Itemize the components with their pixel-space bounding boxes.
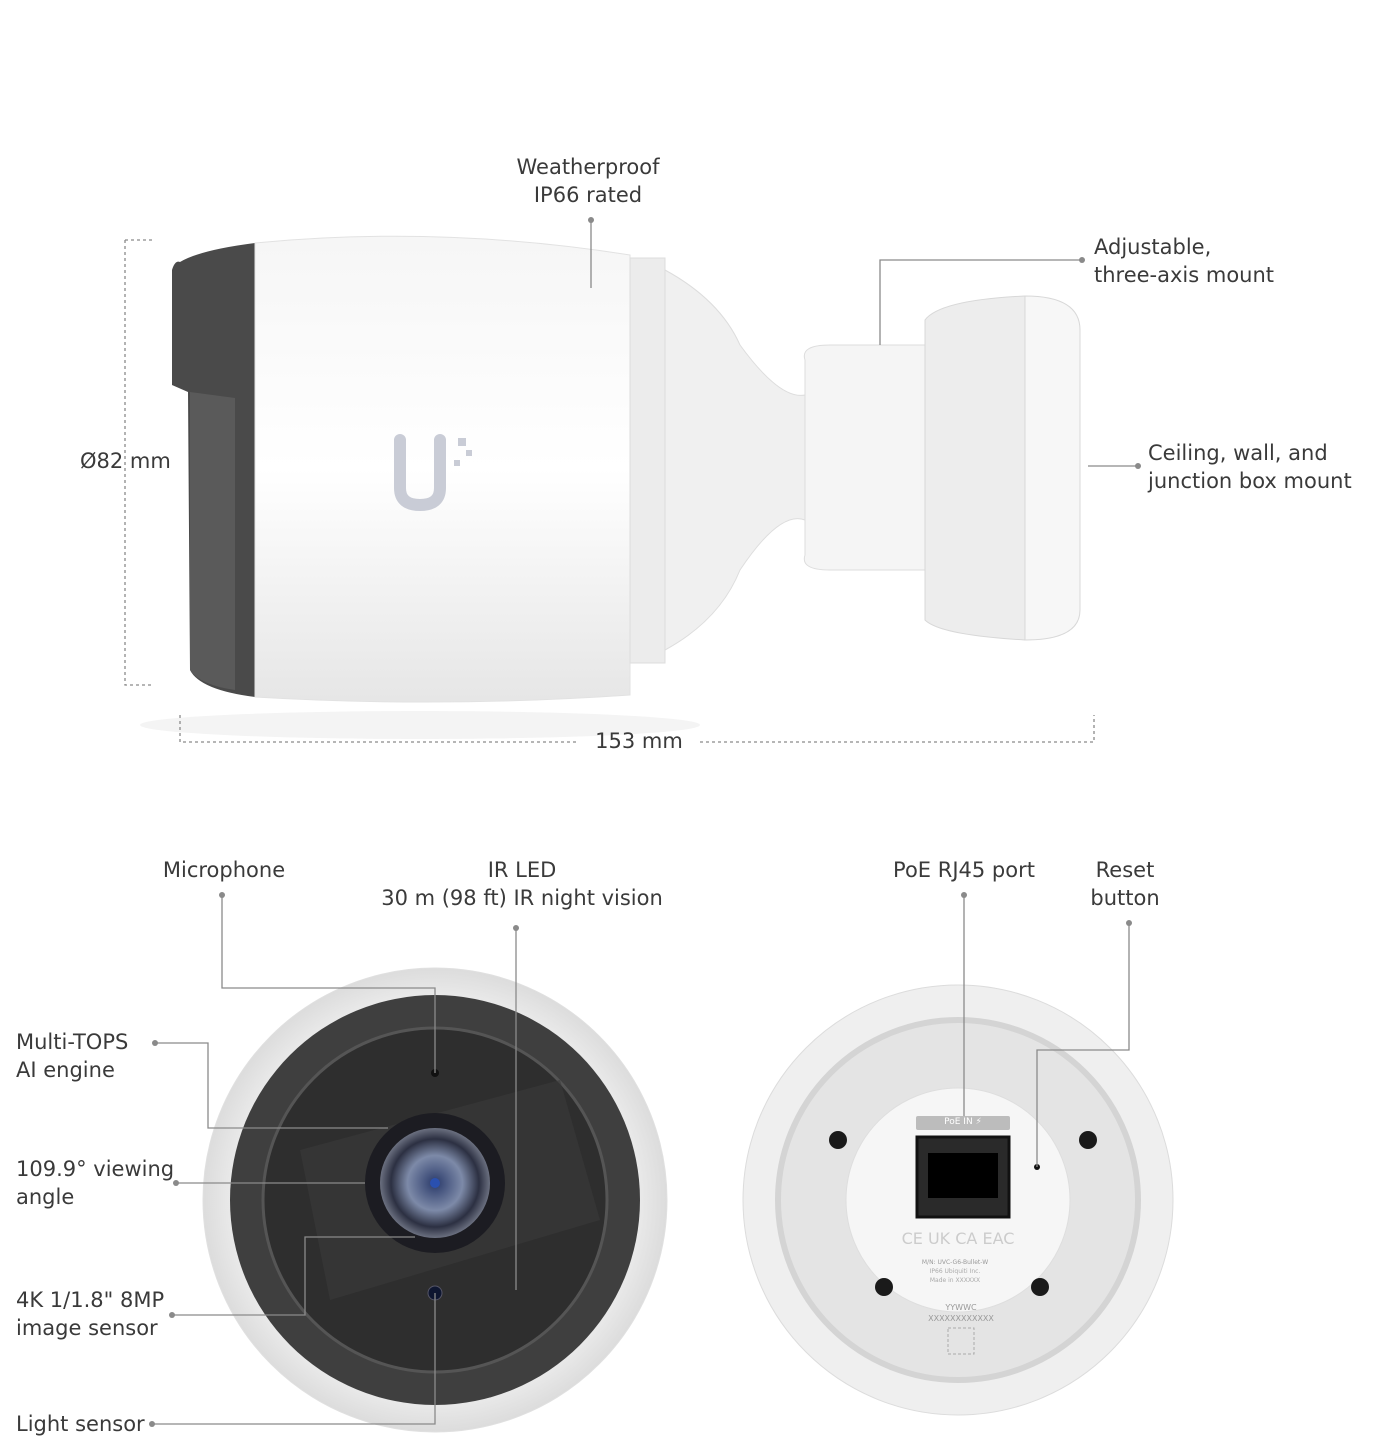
reset-button-label: Reset button: [1090, 856, 1159, 912]
poe-port-label: PoE RJ45 port: [893, 858, 1035, 882]
cert-marks: CE UK CA EAC: [901, 1229, 1015, 1248]
line: Adjustable,: [1094, 235, 1212, 259]
viewing-angle-label: 109.9° viewing angle: [16, 1155, 174, 1211]
ai-engine-label: Multi-TOPS AI engine: [16, 1028, 128, 1084]
ip-line: IP66 Ubiquiti Inc.: [929, 1268, 981, 1275]
serial-number: XXXXXXXXXXXX: [928, 1314, 994, 1323]
ceiling-mount-label: Ceiling, wall, and junction box mount: [1148, 439, 1352, 495]
diameter-label: Ø82 mm: [80, 449, 171, 473]
line: junction box mount: [1148, 469, 1352, 493]
line: three-axis mount: [1094, 263, 1275, 287]
line: Weatherproof: [516, 155, 660, 179]
line: 30 m (98 ft) IR night vision: [381, 886, 663, 910]
camera-back-view: [742, 984, 1174, 1416]
made-in: Made in XXXXXX: [929, 1277, 981, 1284]
leader-lines: [124, 220, 1138, 1425]
camera-front-view: [202, 967, 668, 1433]
leader-dots: [149, 217, 1141, 1427]
line: IP66 rated: [533, 183, 643, 207]
line: AI engine: [16, 1058, 115, 1082]
image-sensor-label: 4K 1/1.8" 8MP image sensor: [16, 1286, 164, 1342]
line: angle: [16, 1185, 75, 1209]
line: Reset: [1095, 858, 1155, 882]
poe-tag: PoE IN ⚡: [944, 1117, 982, 1127]
mount-label: Adjustable, three-axis mount: [1094, 233, 1274, 289]
line: IR LED: [487, 858, 557, 882]
line: Ceiling, wall, and: [1148, 441, 1328, 465]
line: image sensor: [16, 1316, 158, 1340]
camera-side-view: [140, 235, 1081, 739]
line: button: [1090, 886, 1160, 910]
line: Multi-TOPS: [16, 1030, 129, 1054]
ir-led-label: IR LED 30 m (98 ft) IR night vision: [381, 856, 663, 912]
date-code: YYWWC: [945, 1303, 977, 1312]
line: 109.9° viewing: [16, 1157, 175, 1181]
microphone-label: Microphone: [162, 858, 286, 882]
model-number: M/N: UVC-G6-Bullet-W: [921, 1259, 989, 1266]
length-label: 153 mm: [595, 729, 683, 753]
light-sensor-label: Light sensor: [16, 1412, 145, 1436]
line: 4K 1/1.8" 8MP: [16, 1288, 165, 1312]
